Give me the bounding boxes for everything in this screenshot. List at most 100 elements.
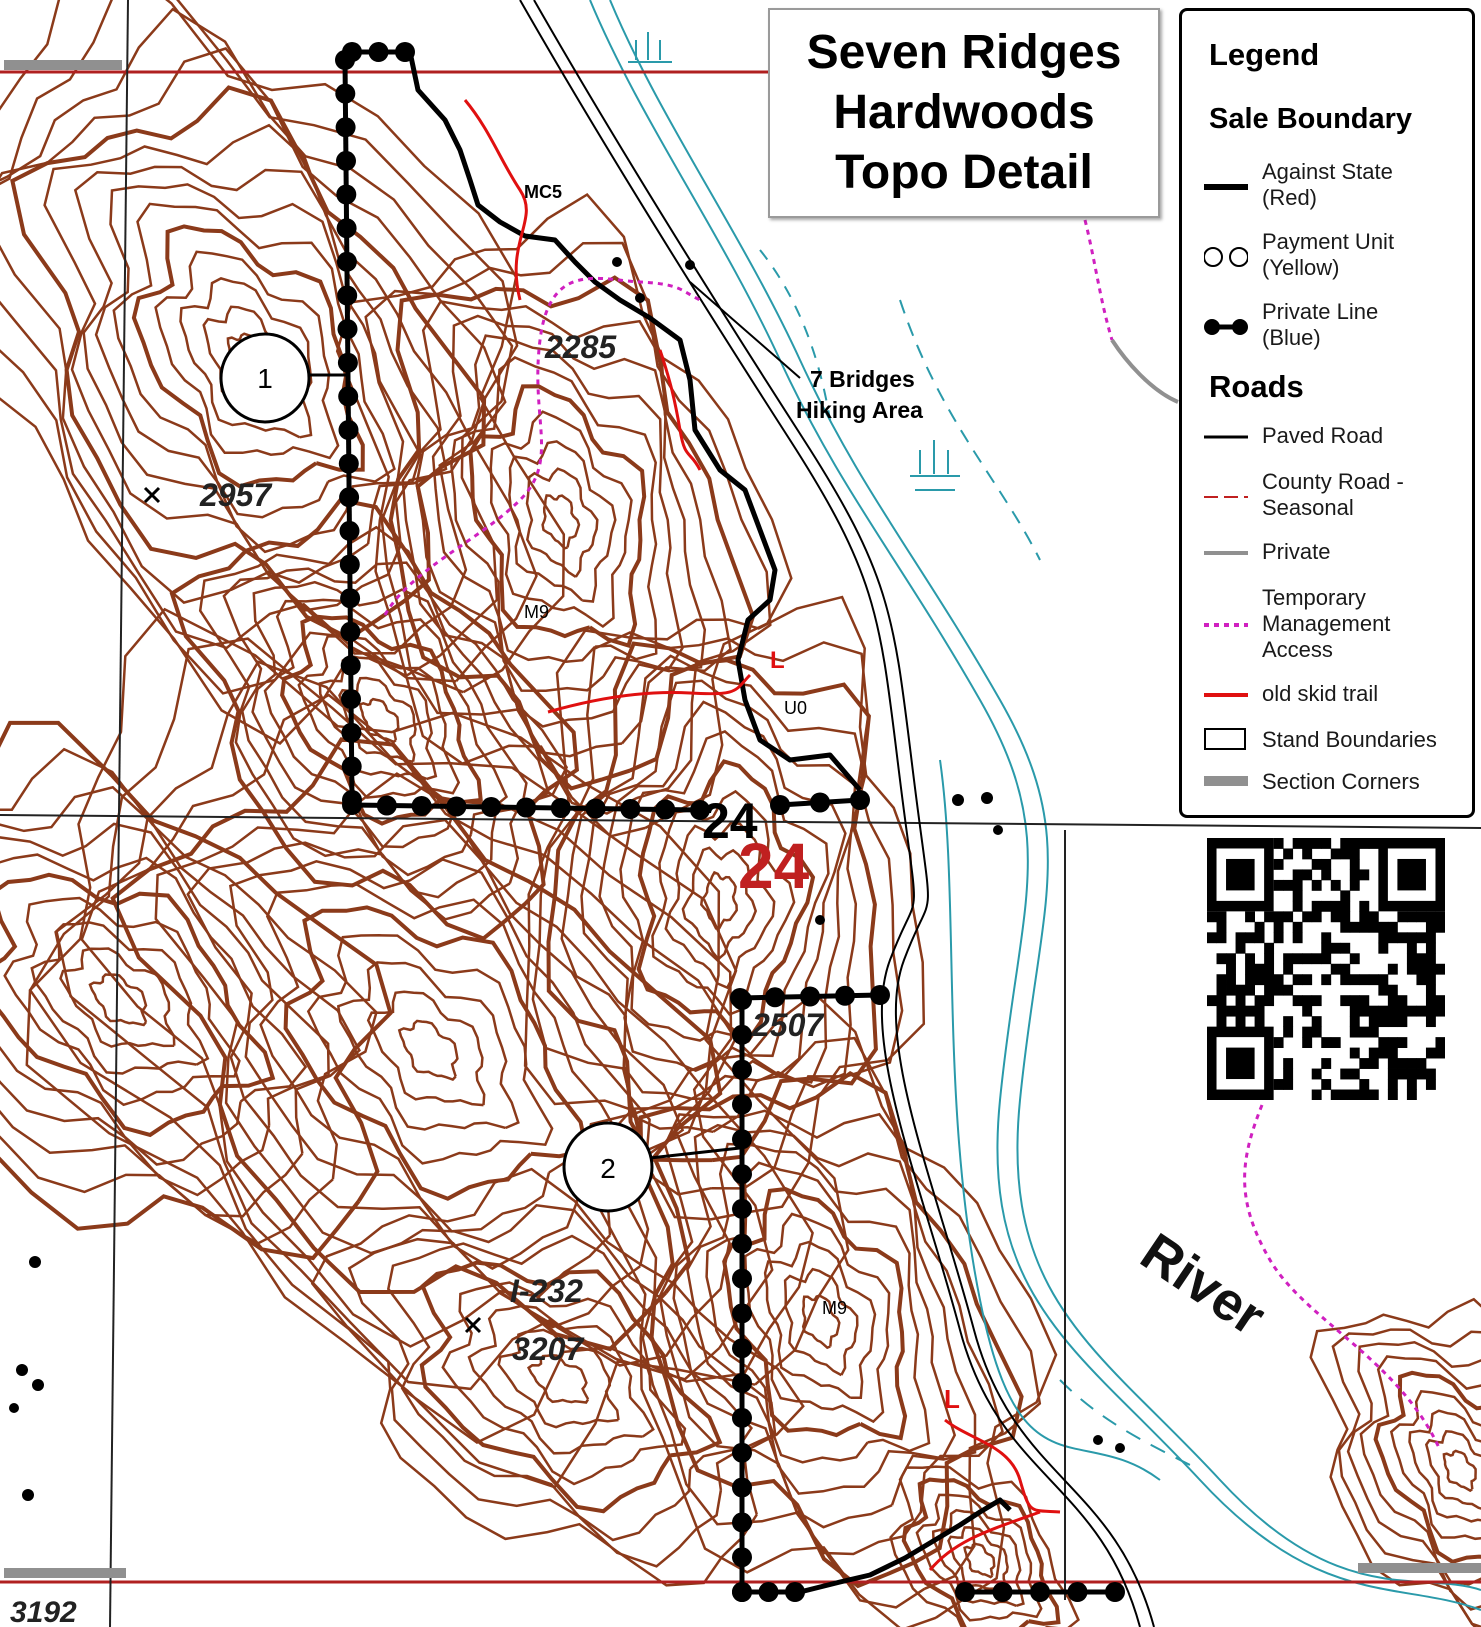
- contour-line: [364, 241, 772, 815]
- qr-module: [1302, 1005, 1313, 1017]
- qr-module: [1245, 911, 1255, 923]
- private-line-dot: [655, 799, 676, 820]
- contour-line: [525, 467, 599, 578]
- contour-line: [0, 785, 361, 1218]
- contour-line: [1424, 1429, 1481, 1510]
- qr-module: [1435, 921, 1445, 933]
- private-line-dot: [339, 487, 360, 508]
- qr-module: [1378, 932, 1389, 944]
- qr-module: [1425, 963, 1436, 975]
- qr-module: [1302, 974, 1313, 986]
- qr-code-icon[interactable]: [1207, 838, 1445, 1100]
- legend-label-line: Section Corners: [1262, 769, 1420, 794]
- qr-module: [1283, 953, 1294, 965]
- private-line-dot: [955, 1582, 975, 1602]
- qr-module: [1283, 848, 1294, 860]
- qr-module: [1387, 963, 1398, 975]
- open-circles-icon: [1204, 247, 1248, 267]
- qr-module: [1292, 974, 1303, 986]
- qr-module: [1368, 838, 1379, 849]
- private-line-dot: [368, 42, 389, 62]
- svg-text:2957: 2957: [199, 477, 273, 513]
- qr-module: [1216, 1005, 1227, 1017]
- qr-module: [1378, 1037, 1389, 1048]
- contour-line: [889, 1465, 1080, 1627]
- svg-text:2507: 2507: [751, 1007, 825, 1043]
- stand-marker-1[interactable]: 1: [219, 332, 311, 424]
- contour-line: [783, 1267, 859, 1377]
- qr-module: [1283, 1026, 1294, 1038]
- contour-line: [636, 759, 816, 1043]
- contour-line: [222, 561, 550, 899]
- private-line-dot: [338, 453, 359, 474]
- qr-module: [1273, 879, 1284, 891]
- legend-label-line: Seasonal: [1262, 495, 1354, 520]
- private-line-dot: [395, 42, 415, 62]
- qr-module: [1359, 1058, 1370, 1069]
- private-line-dot: [620, 799, 641, 819]
- contour-line: [441, 1281, 687, 1486]
- qr-module: [1273, 1037, 1284, 1048]
- qr-module: [1302, 953, 1313, 965]
- contour-line: [1309, 1297, 1481, 1627]
- private-line-dot: [850, 790, 870, 810]
- qr-module: [1397, 1058, 1408, 1069]
- private-line-dot: [446, 796, 467, 817]
- private-line-dot: [376, 795, 397, 816]
- qr-module: [1302, 911, 1313, 923]
- qr-module: [1283, 984, 1294, 996]
- private-line-dot: [342, 795, 362, 815]
- qr-module: [1321, 900, 1332, 912]
- contour-line: [179, 277, 313, 439]
- qr-module: [1359, 869, 1370, 881]
- qr-module: [1321, 942, 1332, 954]
- qr-module: [1226, 974, 1236, 986]
- stand-marker-2[interactable]: 2: [562, 1121, 654, 1213]
- qr-module: [1254, 921, 1265, 933]
- qr-module: [1425, 1005, 1436, 1017]
- qr-module: [1245, 984, 1255, 996]
- qr-module: [1311, 911, 1322, 923]
- private-line-dot: [732, 1094, 752, 1115]
- qr-module: [1349, 848, 1360, 860]
- svg-text:3207: 3207: [512, 1331, 585, 1367]
- qr-module: [1416, 1068, 1427, 1080]
- legend-panel: Legend Sale Boundary Against State(Red) …: [1179, 8, 1475, 818]
- qr-module: [1321, 1058, 1332, 1069]
- qr-module: [1283, 879, 1294, 891]
- private-line-dot: [585, 798, 606, 819]
- qr-module: [1340, 890, 1351, 902]
- svg-text:L: L: [770, 647, 785, 674]
- contour-line: [59, 947, 176, 1048]
- qr-module: [1387, 1079, 1398, 1090]
- contour-line: [431, 334, 684, 693]
- qr-module: [1406, 1068, 1417, 1080]
- qr-module: [1378, 921, 1389, 933]
- qr-module: [1340, 848, 1351, 860]
- legend-label-line: Paved Road: [1262, 423, 1384, 448]
- qr-module: [1359, 911, 1370, 923]
- qr-module: [1254, 974, 1265, 986]
- private-line-dot: [335, 50, 355, 70]
- qr-module: [1397, 1037, 1408, 1048]
- qr-module: [1368, 1016, 1379, 1028]
- qr-module: [1226, 1005, 1236, 1017]
- svg-text:1: 1: [257, 363, 273, 394]
- svg-text:MC5: MC5: [524, 182, 562, 202]
- hiking-area-leader: [689, 281, 801, 379]
- qr-module: [1416, 974, 1427, 986]
- legend-label-line: Private Line: [1262, 299, 1379, 324]
- qr-module: [1425, 932, 1436, 944]
- contour-line: [580, 991, 1058, 1627]
- qr-module: [1425, 921, 1436, 933]
- qr-module: [1416, 1058, 1427, 1069]
- qr-module: [1387, 932, 1398, 944]
- private-line-dot: [732, 1547, 752, 1568]
- qr-module: [1330, 942, 1341, 954]
- qr-module: [1321, 974, 1332, 986]
- qr-module: [1359, 900, 1370, 912]
- qr-module: [1359, 921, 1370, 933]
- private-line-dot: [732, 1477, 752, 1498]
- qr-module: [1406, 942, 1417, 954]
- qr-module: [1264, 974, 1275, 986]
